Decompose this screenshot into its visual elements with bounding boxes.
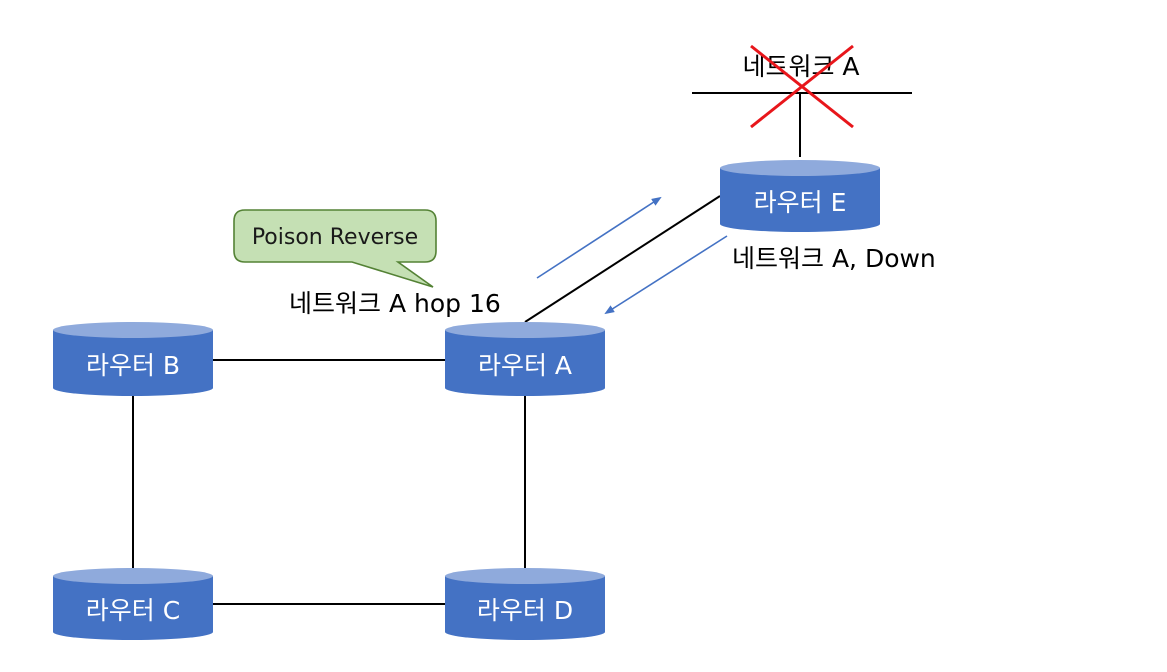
link-router-a-router-e [524,195,721,323]
router-d-label: 라우터 D [477,596,573,625]
router-a-label: 라우터 A [478,351,572,380]
network-a-down-label: 네트워크 A, Down [732,244,936,273]
router-a[interactable]: 라우터 A [445,322,605,396]
router-d[interactable]: 라우터 D [445,568,605,640]
network-a-hop-label: 네트워크 A hop 16 [289,289,501,318]
callout-label: Poison Reverse [252,225,418,250]
router-c[interactable]: 라우터 C [53,568,213,640]
router-b-label: 라우터 B [86,351,180,380]
router-e-label: 라우터 E [754,188,847,217]
router-e[interactable]: 라우터 E [720,160,880,232]
update-arrow-e-to-a [604,235,728,315]
poison-reverse-callout: Poison Reverse [233,209,437,288]
router-c-label: 라우터 C [86,596,180,625]
router-b[interactable]: 라우터 B [53,322,213,396]
network-down-cross-icon [750,44,854,129]
update-arrow-a-to-e [536,196,662,279]
